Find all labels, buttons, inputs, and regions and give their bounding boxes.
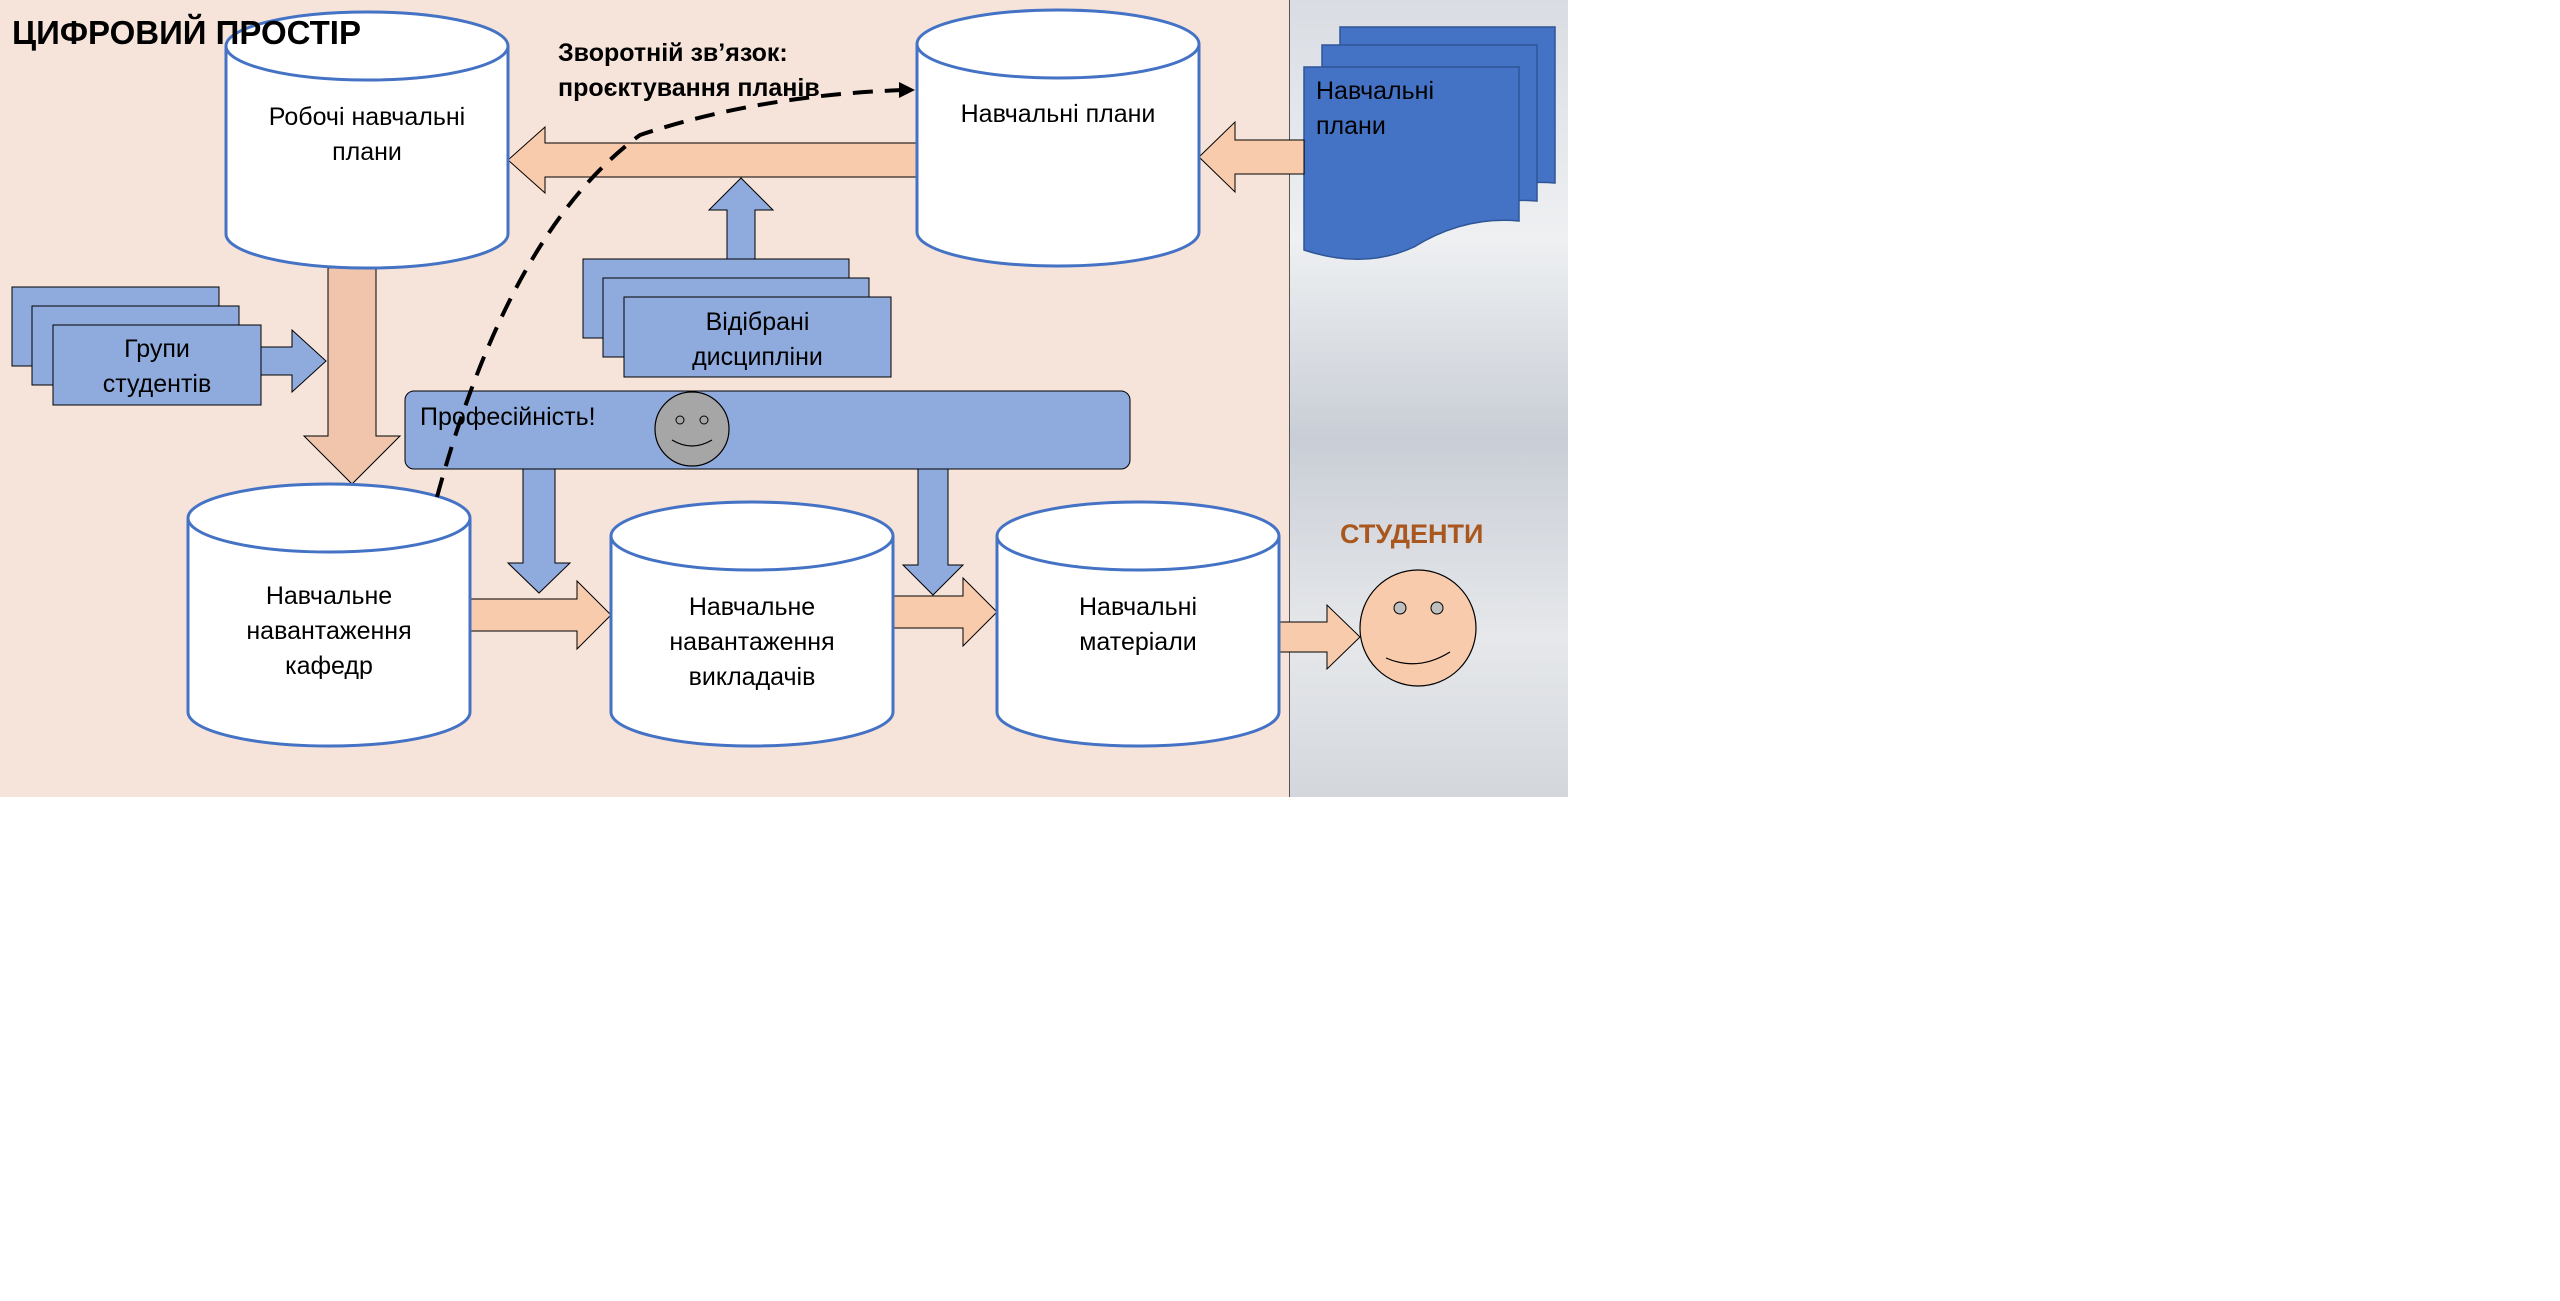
teacher-load-label: Навчальне навантаження викладачів	[669, 593, 835, 691]
arrow-materials-to-students	[1278, 603, 1361, 671]
cylinder-curricula[interactable]	[915, 8, 1201, 268]
cylinder-teacher-load[interactable]	[609, 500, 895, 748]
cylinder-working-plans[interactable]	[224, 10, 510, 270]
students-smiley-icon	[1359, 569, 1477, 687]
arrow-working-plans-down	[302, 267, 402, 485]
smiley-icon	[654, 391, 730, 467]
cylinder-dept-load[interactable]	[186, 482, 472, 748]
student-groups-label: Групи студентів	[102, 335, 212, 398]
feedback-label: Зворотній зв’язок: проєктування планів	[558, 39, 820, 102]
page-title: ЦИФРОВИЙ ПРОСТІР	[12, 14, 361, 51]
external-plans-label: Навчальні плани	[1316, 77, 1435, 140]
feedback-dashed-arrow	[435, 88, 906, 498]
professionalism-label: Професійність!	[420, 403, 596, 431]
diagram-canvas	[11, 8, 1556, 748]
cylinder-materials[interactable]	[995, 500, 1281, 748]
professionalism-bar[interactable]	[404, 390, 1131, 470]
curricula-label: Навчальні плани	[960, 100, 1156, 128]
students-label: СТУДЕНТИ	[1340, 519, 1484, 549]
selected-disciplines-stack[interactable]	[582, 258, 892, 378]
external-curricula-doc[interactable]	[1303, 26, 1556, 261]
dept-load-label: Навчальне навантаження кафедр	[246, 582, 412, 680]
arrow-external-to-curricula	[1198, 120, 1305, 194]
arrow-teacher-to-materials	[892, 576, 998, 648]
arrow-bar-down-left	[506, 468, 572, 594]
arrow-curricula-to-working-plans	[507, 125, 919, 195]
arrow-dept-to-teacher	[469, 579, 612, 651]
arrow-bar-down-right	[901, 468, 965, 596]
feedback-arrowhead	[899, 82, 915, 98]
working-plans-label: Робочі навчальні плани	[268, 103, 466, 166]
materials-label: Навчальні матеріали	[1078, 593, 1198, 656]
arrow-groups-right	[260, 328, 327, 394]
student-groups-stack[interactable]	[11, 286, 262, 406]
selected-disciplines-label: Відібрані дисципліни	[692, 308, 823, 371]
